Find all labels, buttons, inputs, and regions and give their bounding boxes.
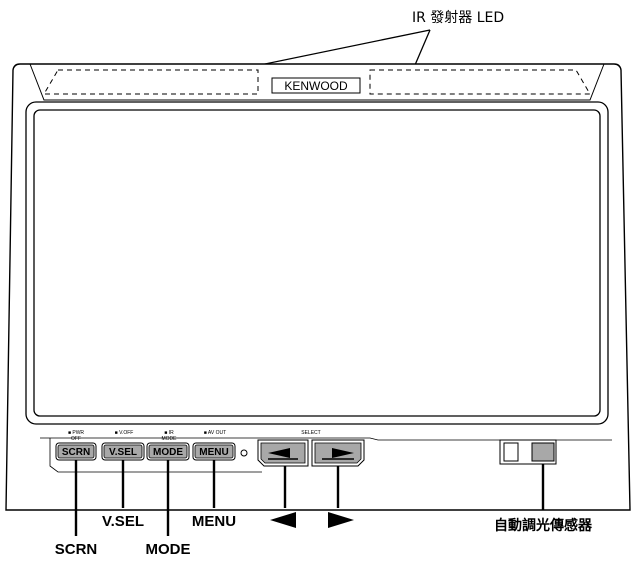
right-arrow-icon <box>332 448 354 458</box>
left-callout-arrow-icon <box>270 512 296 528</box>
ir-led-label: IR 發射器 LED <box>412 10 504 26</box>
mode-button[interactable]: MODE <box>146 442 190 461</box>
vsel-button[interactable]: V.SEL <box>101 442 145 461</box>
menu-button[interactable]: MENU <box>192 442 236 461</box>
scrn-caption: ■ PWR <box>68 430 84 436</box>
vsel-button-label: V.SEL <box>109 447 137 458</box>
right-callout-arrow-icon <box>328 512 354 528</box>
indicator-light <box>240 449 248 457</box>
right-arrow-button[interactable] <box>311 439 365 467</box>
mode-caption: ■ IR <box>164 430 174 436</box>
ir-led-window-right <box>369 69 591 95</box>
scrn-callout: SCRN <box>55 541 98 558</box>
scrn-button-label: SCRN <box>62 447 90 458</box>
vsel-callout: V.SEL <box>102 513 144 530</box>
scrn-button[interactable]: SCRN <box>55 442 97 461</box>
top-bezel-strip <box>29 63 605 101</box>
button-group-outline <box>49 438 262 473</box>
mode-button-label: MODE <box>153 447 183 458</box>
auto-dimmer-sensor <box>499 439 557 465</box>
brand-logo-box <box>271 77 361 94</box>
left-arrow-icon <box>268 448 290 458</box>
display-screen <box>33 109 601 417</box>
menu-callout: MENU <box>192 513 236 530</box>
sensor-callout: 自動調光傳感器 <box>494 517 593 534</box>
lower-panel-line <box>40 437 612 441</box>
scrn-caption-2: OFF <box>71 436 81 442</box>
select-caption: SELECT <box>301 430 320 436</box>
menu-button-label: MENU <box>199 447 228 458</box>
brand-logo: KENWOOD <box>284 79 348 93</box>
left-arrow-button[interactable] <box>257 439 309 467</box>
mode-caption-2: MODE <box>162 436 178 442</box>
mode-callout: MODE <box>146 541 191 558</box>
menu-caption: ■ AV OUT <box>204 430 226 436</box>
vsel-caption: ■ V.OFF <box>115 430 134 436</box>
